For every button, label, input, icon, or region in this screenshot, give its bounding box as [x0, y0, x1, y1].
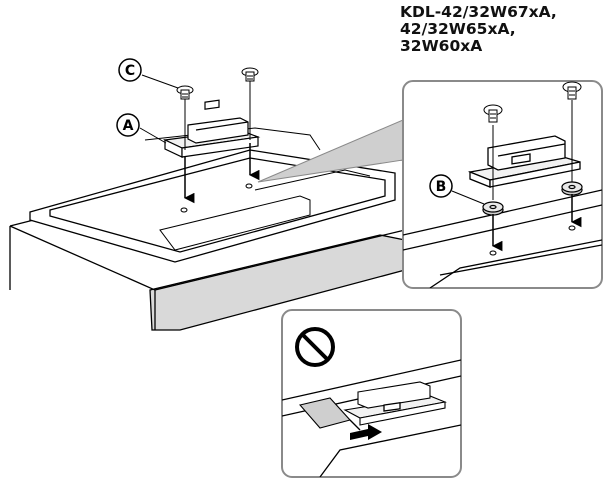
- guide-lines: [492, 100, 573, 200]
- screw-hole: [245, 183, 253, 189]
- callout-b: B: [429, 174, 485, 205]
- down-arrow-icon: [183, 143, 260, 204]
- model-title-line: KDL-42/32W67xA,: [400, 3, 557, 21]
- guide-lines: [184, 80, 251, 150]
- screw-icon: [241, 67, 259, 82]
- model-title-line: 42/32W65xA,: [400, 20, 516, 38]
- tv-body: [9, 127, 410, 331]
- mounting-bracket-icon: [162, 99, 261, 158]
- screw-icon: [483, 104, 503, 123]
- prohibition-icon: [295, 327, 335, 367]
- callout-c: C: [118, 58, 179, 89]
- screw-icon: [562, 81, 582, 100]
- callout-label-b: B: [436, 179, 447, 195]
- warning-panel: [281, 309, 462, 478]
- callout-label-a: A: [123, 118, 134, 134]
- spacer-washer-icon: [561, 181, 583, 196]
- screw-icon: [176, 85, 194, 100]
- detail-inset: B: [402, 80, 603, 289]
- callout-a: A: [116, 113, 167, 144]
- model-title-line: 32W60xA: [400, 37, 483, 55]
- screw-hole: [180, 207, 188, 213]
- screw-holes: [489, 225, 576, 256]
- down-arrow-icon: [491, 194, 582, 252]
- callout-label-c: C: [125, 63, 135, 79]
- down-arrow-icon: [350, 424, 382, 440]
- model-title: KDL-42/32W67xA, 42/32W65xA, 32W60xA: [400, 4, 605, 55]
- spacer-washer-icon: [482, 201, 504, 216]
- screw-holes: [180, 183, 253, 213]
